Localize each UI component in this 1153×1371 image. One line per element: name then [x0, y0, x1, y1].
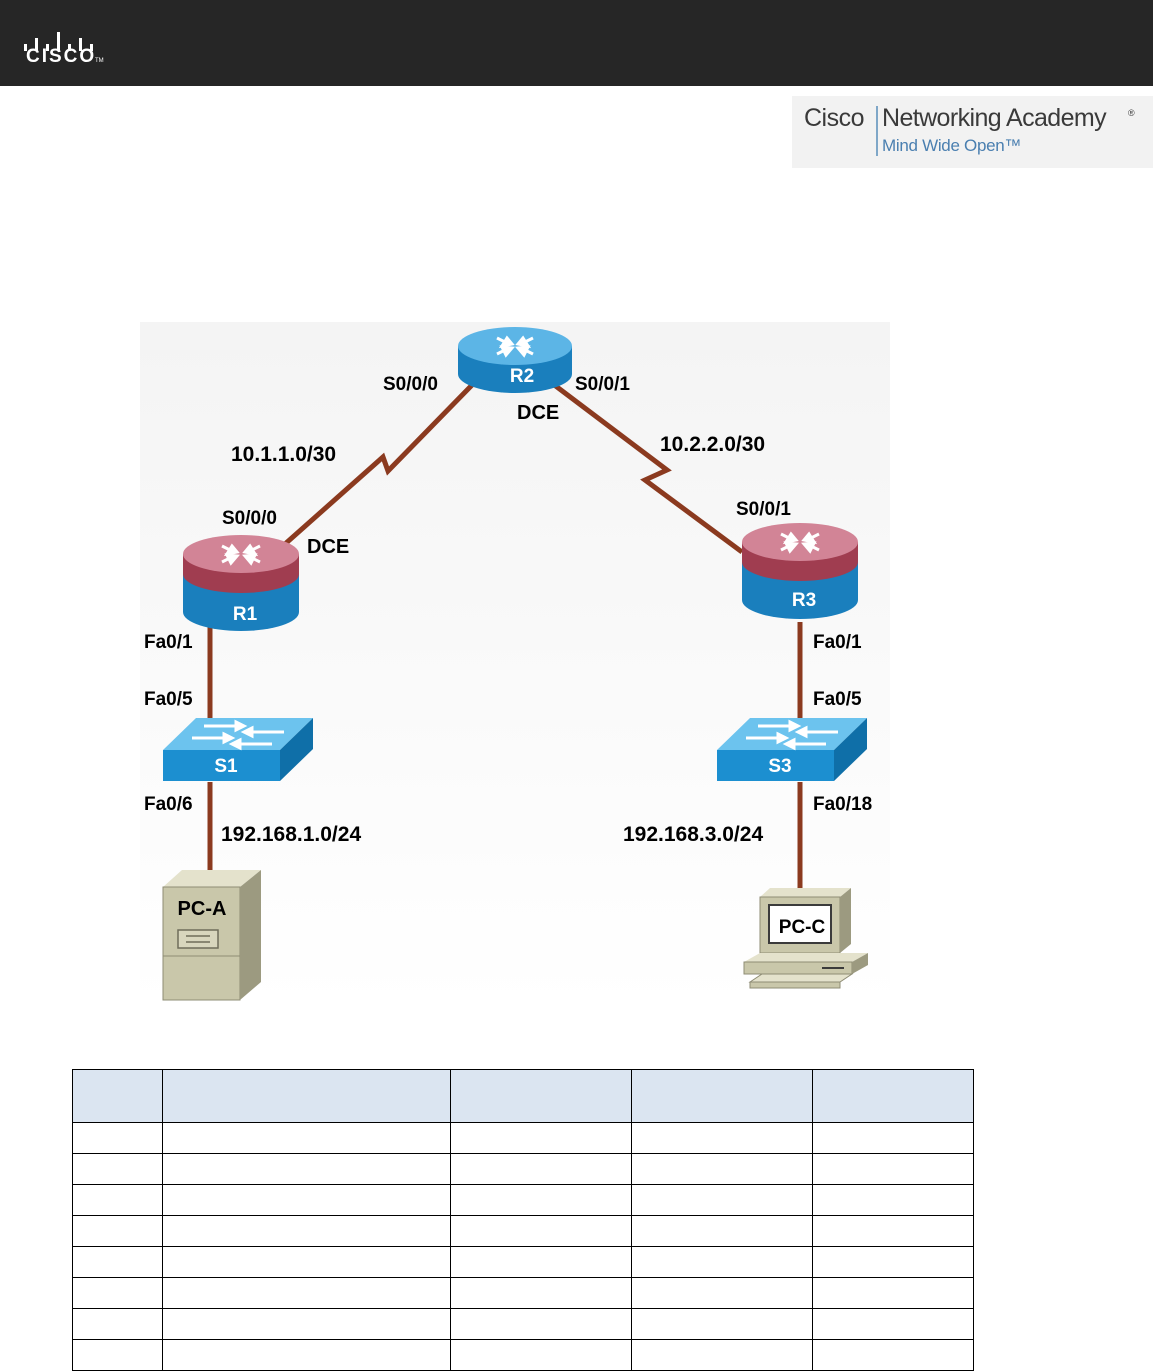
r2-s000-label: S0/0/0 [383, 374, 438, 395]
s3-fa05-label: Fa0/5 [813, 689, 862, 710]
router-r2-label: R2 [510, 366, 534, 387]
academy-logo-divider [876, 106, 878, 156]
table-cell [72, 1339, 163, 1371]
table-cell [450, 1184, 632, 1216]
s1-fa05-label: Fa0/5 [144, 689, 193, 710]
s3-fa018-label: Fa0/18 [813, 794, 872, 815]
table-row [72, 1308, 974, 1340]
network-192-168-1-0-label: 192.168.1.0/24 [221, 823, 361, 846]
network-10-2-2-0-label: 10.2.2.0/30 [660, 433, 765, 456]
table-cell [631, 1215, 813, 1247]
cisco-wordmark: CISCO [26, 46, 97, 67]
table-cell [162, 1339, 451, 1371]
r3-fa01-label: Fa0/1 [813, 632, 862, 653]
table-cell [162, 1308, 451, 1340]
table-row [72, 1122, 974, 1154]
switch-s3-icon[interactable]: S3 [717, 718, 867, 781]
r3-s001-label: S0/0/1 [736, 499, 791, 520]
r1-fa01-label: Fa0/1 [144, 632, 193, 653]
table-cell [162, 1122, 451, 1154]
r2-dce-label: DCE [517, 402, 559, 424]
table-cell [631, 1277, 813, 1309]
cisco-trademark: TM [95, 58, 104, 64]
pc-a-icon[interactable]: PC-A [162, 870, 261, 1001]
academy-logo-cisco: Cisco [804, 104, 865, 132]
table-cell [812, 1153, 974, 1185]
router-r3-icon[interactable]: R3 [742, 523, 858, 619]
table-cell [812, 1246, 974, 1278]
router-r3-label: R3 [792, 590, 816, 611]
table-header-cell [812, 1069, 974, 1123]
table-cell [450, 1339, 632, 1371]
table-cell [72, 1246, 163, 1278]
table-cell [72, 1277, 163, 1309]
table-header-cell [450, 1069, 632, 1123]
switch-s3-label: S3 [768, 756, 791, 777]
table-cell [812, 1215, 974, 1247]
table-cell [72, 1122, 163, 1154]
table-cell [72, 1308, 163, 1340]
network-topology-diagram: R2 R1 R3 [140, 322, 890, 1007]
academy-logo-title: Networking Academy [882, 104, 1107, 132]
table-cell [162, 1215, 451, 1247]
table-cell [450, 1215, 632, 1247]
pc-c-icon[interactable]: PC-C [743, 888, 868, 989]
table-row [72, 1215, 974, 1247]
table-cell [812, 1308, 974, 1340]
table-row [72, 1277, 974, 1309]
router-r1-label: R1 [233, 604, 258, 625]
table-header-row [72, 1069, 974, 1123]
table-row [72, 1339, 974, 1371]
table-cell [72, 1184, 163, 1216]
table-row [72, 1153, 974, 1185]
addressing-table [72, 1069, 974, 1371]
network-10-1-1-0-label: 10.1.1.0/30 [231, 443, 336, 466]
table-cell [631, 1153, 813, 1185]
router-r1-icon[interactable]: R1 [183, 535, 299, 631]
table-cell [631, 1246, 813, 1278]
table-cell [812, 1184, 974, 1216]
table-cell [631, 1339, 813, 1371]
r1-s000-label: S0/0/0 [222, 508, 277, 529]
academy-logo-registered: ® [1128, 108, 1135, 118]
router-r2-icon[interactable]: R2 [458, 327, 572, 393]
table-row [72, 1184, 974, 1216]
table-cell [631, 1184, 813, 1216]
cisco-header-bar: CISCO TM [0, 0, 1153, 86]
table-cell [450, 1246, 632, 1278]
table-header-cell [72, 1069, 163, 1123]
table-cell [450, 1308, 632, 1340]
table-cell [631, 1122, 813, 1154]
table-cell [812, 1339, 974, 1371]
table-cell [162, 1153, 451, 1185]
pc-c-label: PC-C [779, 917, 826, 938]
table-cell [162, 1277, 451, 1309]
r2-s001-label: S0/0/1 [575, 374, 630, 395]
table-cell [72, 1215, 163, 1247]
table-header-cell [631, 1069, 813, 1123]
table-cell [450, 1277, 632, 1309]
table-row [72, 1246, 974, 1278]
switch-s1-label: S1 [214, 756, 238, 777]
table-cell [162, 1246, 451, 1278]
table-cell [812, 1277, 974, 1309]
table-cell [812, 1122, 974, 1154]
network-192-168-3-0-label: 192.168.3.0/24 [623, 823, 763, 846]
r1-dce-label: DCE [307, 536, 349, 558]
link-r2-r3-serial [551, 382, 744, 555]
table-cell [162, 1184, 451, 1216]
link-r1-r2-serial [283, 382, 475, 546]
s1-fa06-label: Fa0/6 [144, 794, 193, 815]
table-cell [450, 1122, 632, 1154]
cisco-bridge-logo-icon [24, 32, 93, 51]
pc-a-label: PC-A [178, 898, 227, 920]
table-cell [631, 1308, 813, 1340]
networking-academy-logo: Cisco Networking Academy ® Mind Wide Ope… [792, 96, 1153, 168]
table-cell [72, 1153, 163, 1185]
table-header-cell [162, 1069, 451, 1123]
academy-logo-tagline: Mind Wide Open™ [882, 136, 1022, 155]
switch-s1-icon[interactable]: S1 [163, 718, 313, 781]
table-cell [450, 1153, 632, 1185]
